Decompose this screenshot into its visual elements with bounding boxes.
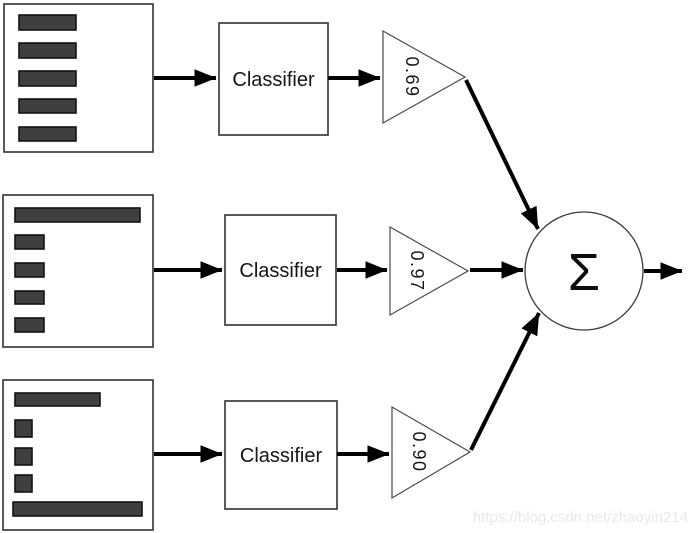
classifier-box-3 <box>224 400 338 510</box>
classifier-label-3: Classifier <box>240 445 323 467</box>
input-sample-2-bar-1 <box>14 207 141 223</box>
input-sample-3-bar-4 <box>14 474 33 493</box>
input-sample-1-bar-2 <box>18 42 77 59</box>
input-sample-3-bar-5 <box>12 501 143 517</box>
classifier-box-2 <box>224 214 337 326</box>
classifier-box-1 <box>218 22 329 136</box>
weight-value-3: 0.90 <box>409 431 429 472</box>
input-sample-3-bar-3 <box>14 447 33 466</box>
input-sample-3-bar-2 <box>14 419 33 438</box>
triangle-shape-3 <box>391 405 472 500</box>
input-sample-1-bar-4 <box>18 98 77 114</box>
classifier-label-2: Classifier <box>239 260 322 282</box>
triangle-shape-1 <box>382 29 467 125</box>
input-sample-1-bar-5 <box>18 126 77 142</box>
sigma-symbol: Σ <box>568 244 600 302</box>
input-sample-2-bar-4 <box>14 290 45 305</box>
triangle-shape-2 <box>389 225 470 317</box>
input-sample-2-bar-5 <box>14 317 45 333</box>
input-sample-1 <box>3 3 154 153</box>
classifier-label-1: Classifier <box>232 69 315 91</box>
input-sample-boxes <box>2 3 154 531</box>
watermark-text: https://blog.csdn.net/zhaoyin214 <box>473 509 688 526</box>
arrow-weight1-to-sum <box>464 79 540 230</box>
input-sample-3-bar-1 <box>14 392 101 407</box>
arrow-weight3-to-sum <box>469 312 541 451</box>
sum-circle <box>524 211 644 331</box>
input-sample-2-bar-3 <box>14 262 45 278</box>
input-sample-3 <box>2 379 154 531</box>
flow-arrows <box>154 69 683 463</box>
weight-value-1: 0.69 <box>402 56 422 97</box>
weight-triangle-3: 0.90 <box>391 405 472 500</box>
weight-triangle-2: 0.97 <box>389 225 470 317</box>
classifier-node-2: Classifier <box>224 214 337 326</box>
input-sample-1-bar-1 <box>18 14 77 31</box>
sum-node: Σ <box>524 211 644 331</box>
input-sample-1-bar-3 <box>18 70 77 87</box>
weight-triangle-1: 0.69 <box>382 29 467 125</box>
weight-value-2: 0.97 <box>407 250 427 291</box>
input-sample-2 <box>2 194 154 348</box>
classifier-node-1: Classifier <box>218 22 329 136</box>
input-sample-2-bar-2 <box>14 234 45 250</box>
classifier-node-3: Classifier <box>224 400 338 510</box>
